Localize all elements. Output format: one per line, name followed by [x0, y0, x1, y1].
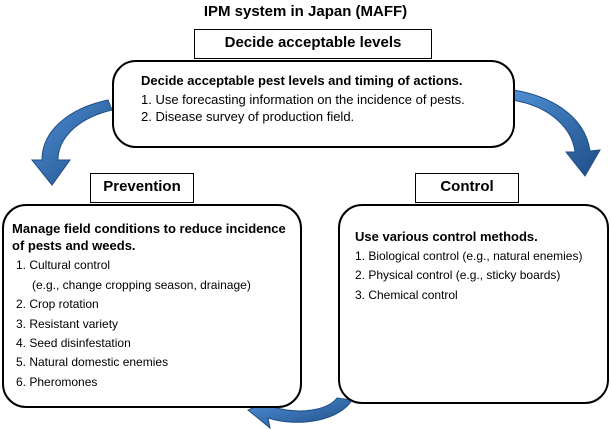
- decide-item-2: 2. Disease survey of production field.: [141, 109, 355, 124]
- arrow-left-icon: [30, 99, 113, 186]
- prevention-item-6: 6. Pheromones: [16, 375, 98, 389]
- prevention-item-1: 1. Cultural control: [16, 258, 111, 272]
- prevention-heading-2: of pests and weeds.: [12, 238, 136, 253]
- box-control: Use various control methods. 1. Biologic…: [338, 204, 609, 404]
- arrow-right-icon: [511, 89, 601, 177]
- control-item-1: 1. Biological control (e.g., natural ene…: [355, 249, 583, 263]
- label-prevention: Prevention: [90, 173, 194, 203]
- box-prevention: Manage field conditions to reduce incide…: [2, 204, 302, 408]
- prevention-heading-1: Manage field conditions to reduce incide…: [12, 221, 286, 236]
- prevention-item-1-example: (e.g., change cropping season, drainage): [32, 278, 251, 292]
- prevention-item-5: 5. Natural domestic enemies: [16, 355, 169, 369]
- prevention-item-3: 3. Resistant variety: [16, 317, 119, 331]
- prevention-item-2: 2. Crop rotation: [16, 297, 99, 311]
- decide-item-1: 1. Use forecasting information on the in…: [141, 92, 465, 107]
- box-decide-levels: Decide acceptable pest levels and timing…: [112, 60, 515, 148]
- control-heading: Use various control methods.: [355, 229, 538, 244]
- prevention-item-4: 4. Seed disinfestation: [16, 336, 131, 350]
- control-item-3: 3. Chemical control: [355, 288, 458, 302]
- label-decide-levels: Decide acceptable levels: [194, 29, 432, 59]
- decide-heading: Decide acceptable pest levels and timing…: [141, 73, 463, 88]
- diagram-title: IPM system in Japan (MAFF): [203, 3, 408, 20]
- label-control: Control: [415, 173, 519, 203]
- control-item-2: 2. Physical control (e.g., sticky boards…: [355, 268, 561, 282]
- arrow-bottom-icon: [247, 397, 353, 430]
